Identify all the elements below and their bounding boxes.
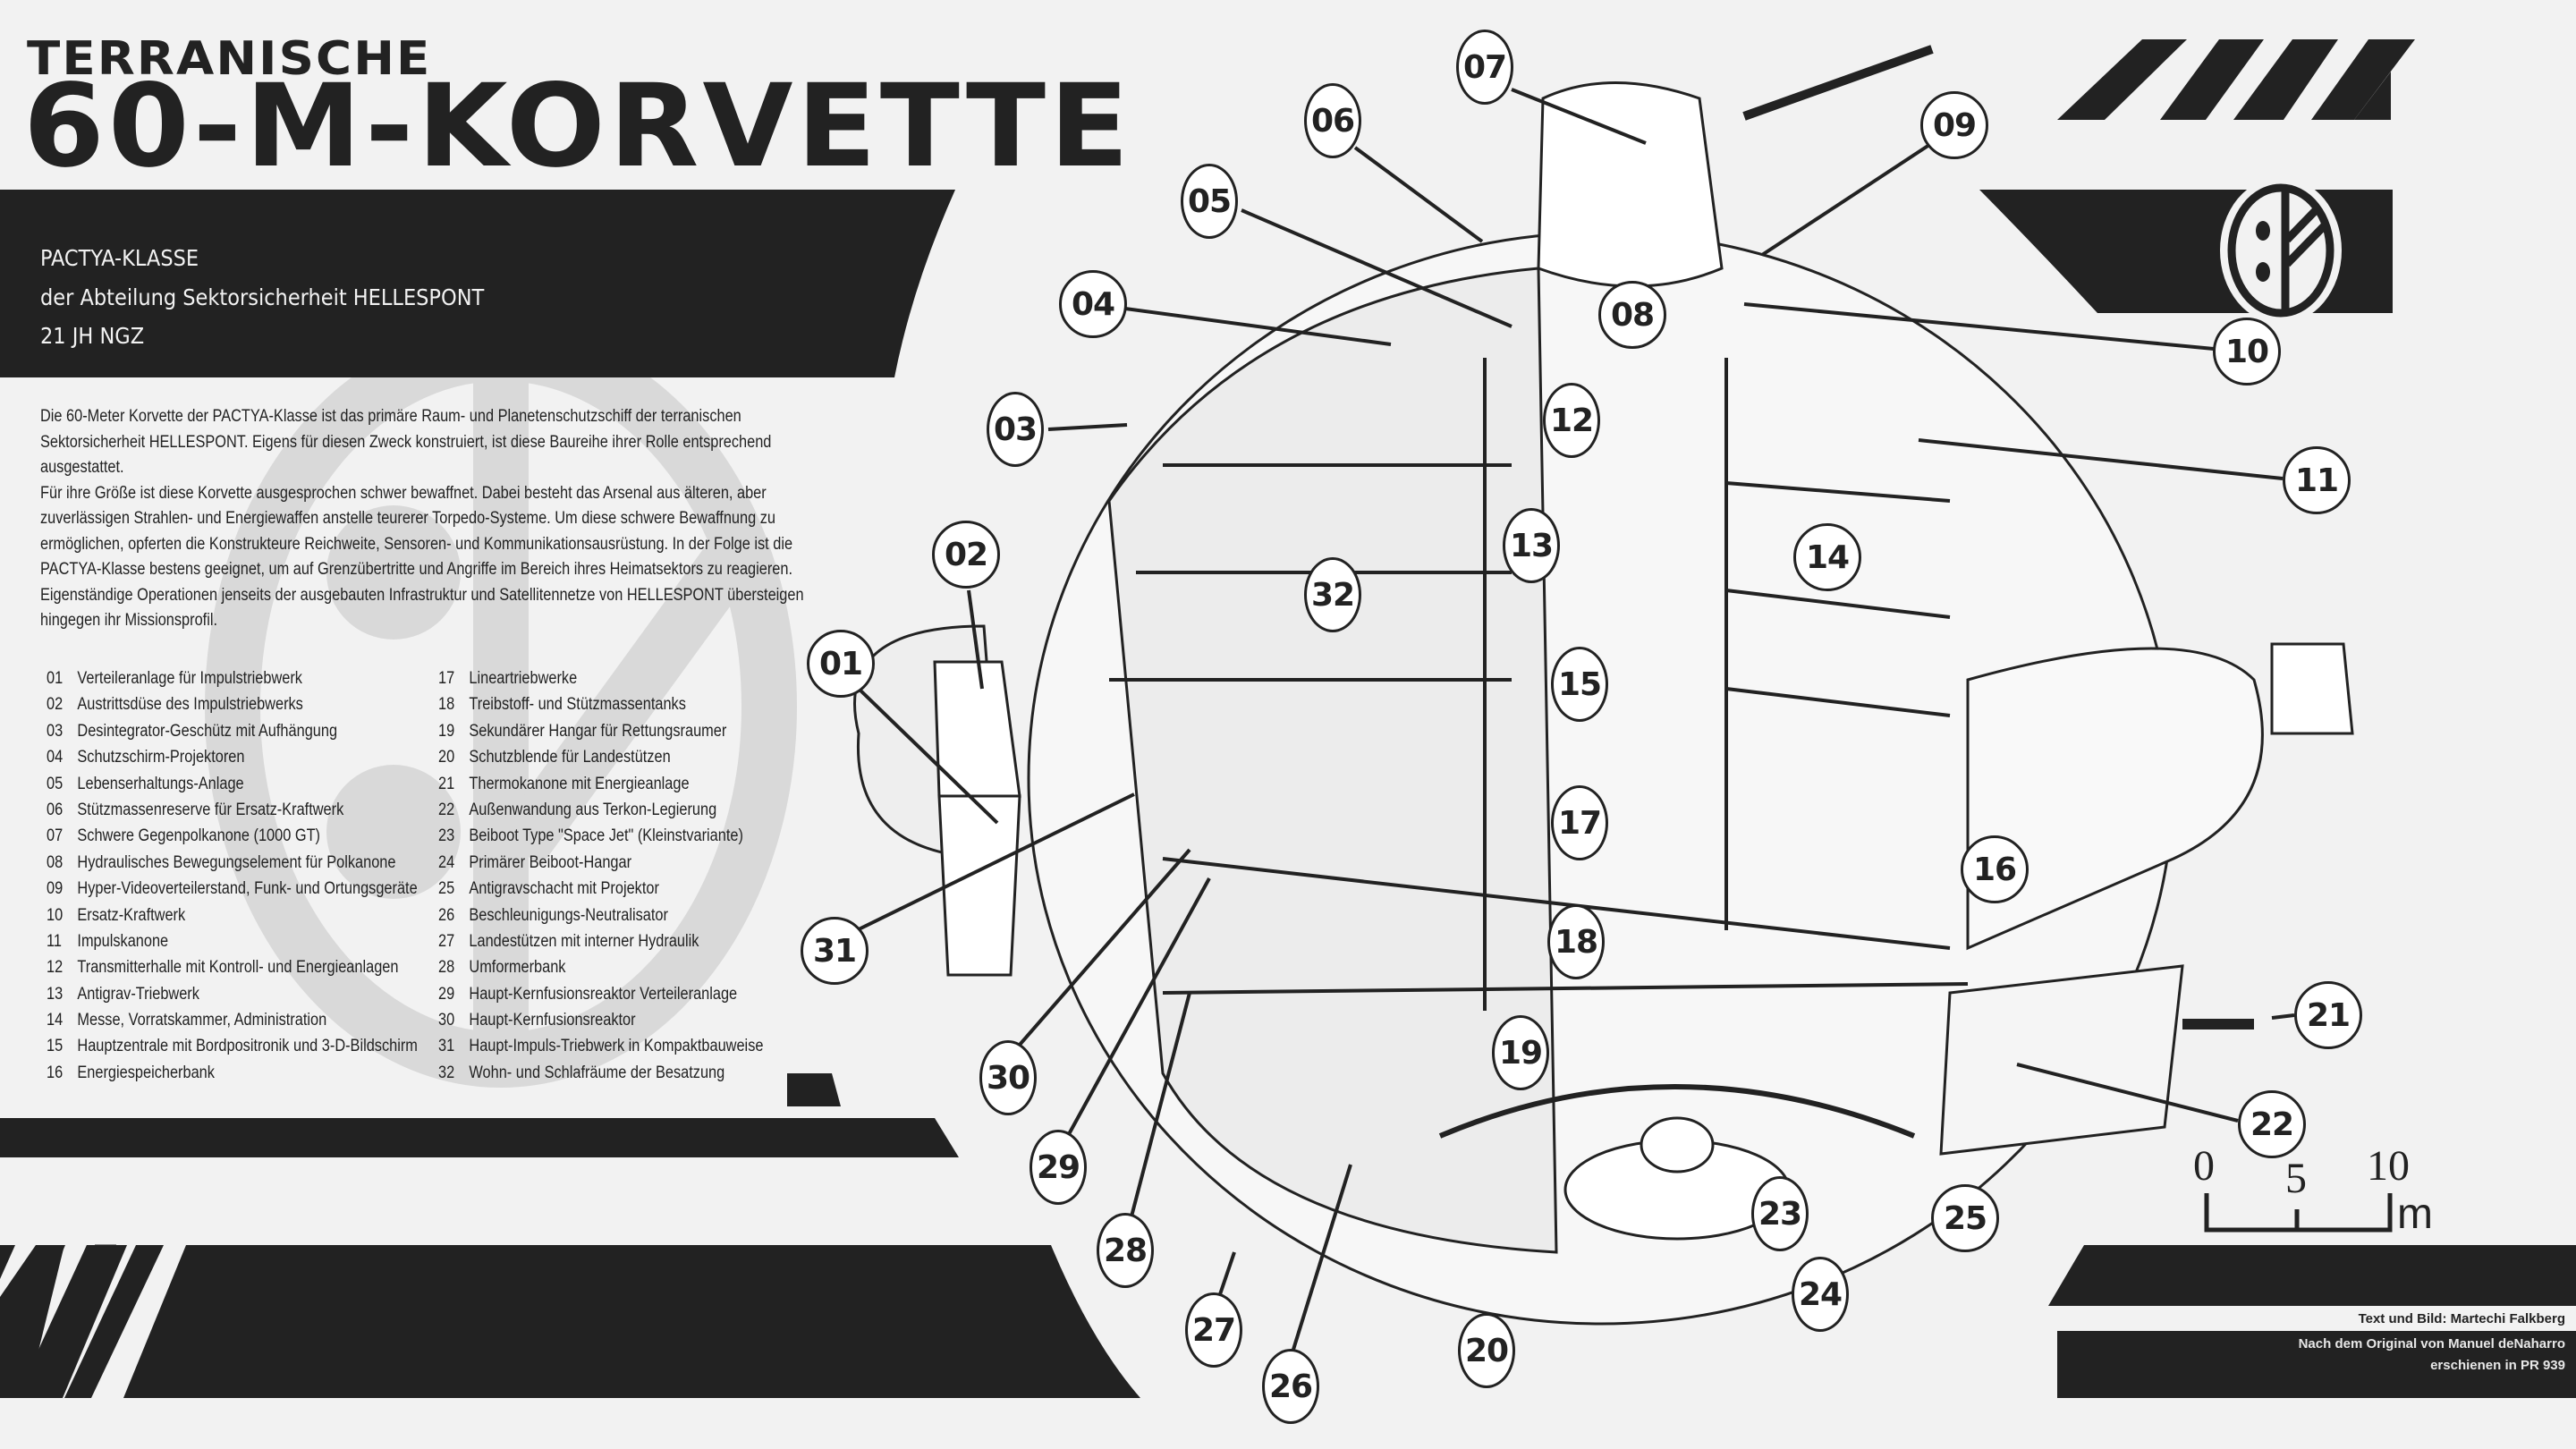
callout-26: 26 — [1262, 1349, 1319, 1424]
subtitle-department: der Abteilung Sektorsicherheit HELLESPON… — [40, 284, 485, 310]
callout-29: 29 — [1030, 1130, 1087, 1205]
callout-28: 28 — [1097, 1213, 1154, 1288]
callout-20: 20 — [1458, 1313, 1515, 1388]
callout-32: 32 — [1304, 557, 1361, 632]
callout-05: 05 — [1181, 164, 1238, 239]
callout-14: 14 — [1793, 523, 1861, 591]
callout-06: 06 — [1304, 83, 1361, 158]
callout-12: 12 — [1543, 383, 1600, 458]
callout-18: 18 — [1547, 904, 1605, 979]
callout-21: 21 — [2294, 981, 2362, 1049]
callout-11: 11 — [2283, 446, 2351, 514]
credits-band — [2057, 1331, 2576, 1398]
callout-17: 17 — [1551, 785, 1608, 860]
emblem-logo — [2220, 177, 2342, 324]
callout-01: 01 — [807, 630, 875, 698]
intro-text: Die 60-Meter Korvette der PACTYA-Klasse … — [40, 404, 809, 634]
callout-04: 04 — [1059, 270, 1127, 338]
callout-16: 16 — [1961, 835, 2029, 903]
credit-original: Nach dem Original von Manuel deNaharro — [2298, 1336, 2565, 1352]
callout-25: 25 — [1931, 1184, 1999, 1252]
ship-illustration — [853, 45, 2354, 1326]
bottom-mid-band — [984, 1245, 1140, 1398]
credit-author: Text und Bild: Martechi Falkberg — [2358, 1311, 2565, 1326]
callout-31: 31 — [801, 917, 869, 985]
scale-tick-5: 5 — [2285, 1155, 2307, 1202]
left-mid-band — [0, 1118, 959, 1157]
subtitle-era: 21 JH NGZ — [40, 323, 145, 349]
callout-03: 03 — [987, 392, 1044, 467]
intro-paragraph-2: Für ihre Größe ist diese Korvette ausges… — [40, 483, 804, 631]
callout-27: 27 — [1185, 1292, 1242, 1368]
callout-30: 30 — [979, 1040, 1037, 1115]
callout-24: 24 — [1792, 1257, 1849, 1332]
callout-13: 13 — [1503, 508, 1560, 583]
bottom-left-stripes — [0, 1245, 164, 1398]
watermark-dots — [326, 505, 461, 899]
callout-10: 10 — [2213, 318, 2281, 386]
header-band — [0, 190, 955, 377]
scale-bar — [2204, 1193, 2393, 1233]
leader-lines — [856, 88, 2295, 1353]
scale-tick-10: 10 — [2367, 1142, 2410, 1190]
callout-08: 08 — [1598, 281, 1666, 349]
callout-07: 07 — [1456, 30, 1513, 105]
right-bottom-band — [2048, 1245, 2576, 1306]
credit-publication: erschienen in PR 939 — [2430, 1358, 2565, 1373]
bottom-left-block — [787, 1073, 841, 1106]
subtitle-class: PACTYA-KLASSE — [40, 245, 199, 271]
callout-09: 09 — [1920, 91, 1988, 159]
callout-19: 19 — [1492, 1015, 1549, 1090]
callout-22: 22 — [2238, 1090, 2306, 1158]
intro-paragraph-1: Die 60-Meter Korvette der PACTYA-Klasse … — [40, 407, 772, 477]
callout-15: 15 — [1551, 647, 1608, 722]
top-right-stripes — [2057, 39, 2415, 120]
scale-unit: m — [2397, 1191, 2433, 1238]
title-line-2: 60-M-KORVETTE — [23, 60, 1133, 193]
callout-02: 02 — [932, 521, 1000, 589]
title-line-1: TERRANISCHE — [27, 32, 432, 86]
scale-tick-0: 0 — [2193, 1142, 2215, 1190]
callout-23: 23 — [1751, 1176, 1809, 1251]
